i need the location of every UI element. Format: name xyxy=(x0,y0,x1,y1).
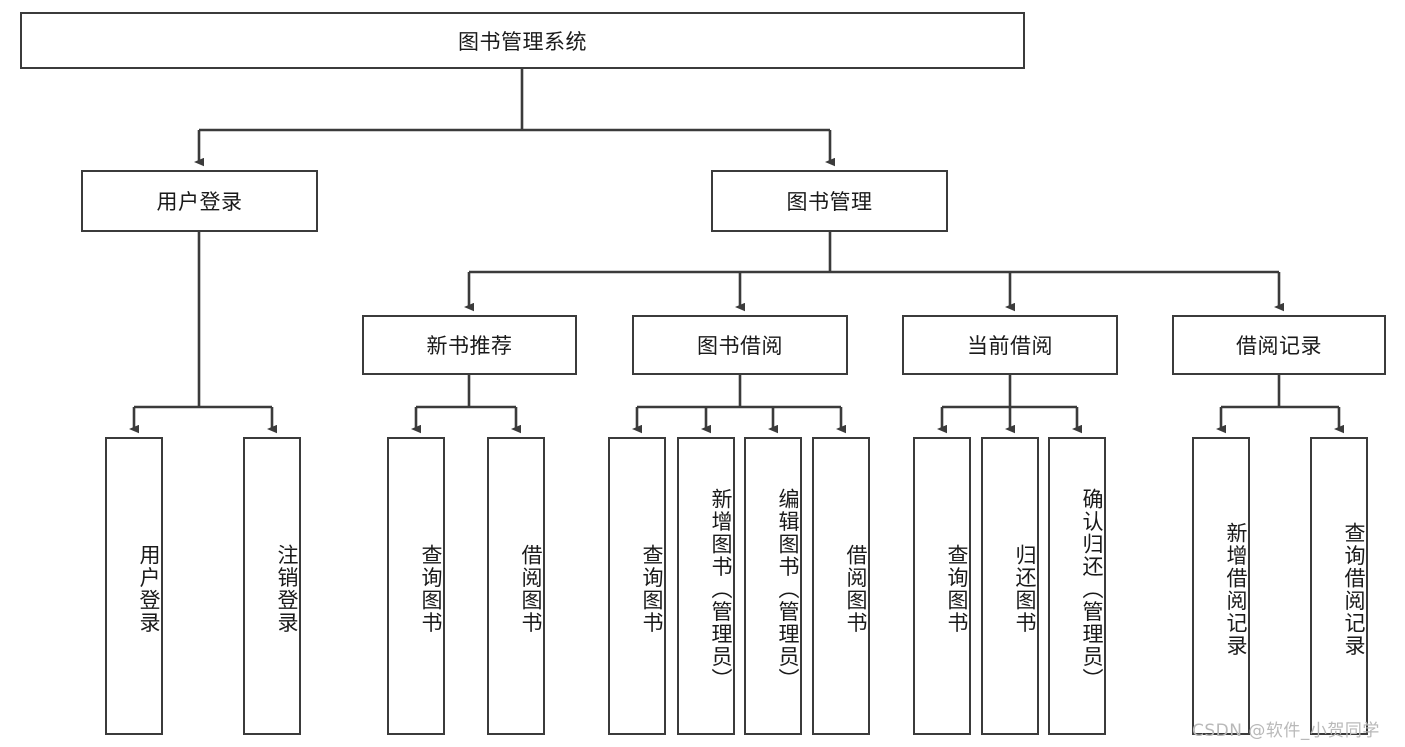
leaf-return-book[interactable]: 归还图书 xyxy=(981,437,1039,735)
leaf-borrow-book-label: 借阅图书 xyxy=(844,544,868,634)
node-root-label: 图书管理系统 xyxy=(458,29,587,54)
node-current-borrow-label: 当前借阅 xyxy=(967,334,1053,358)
leaf-edit-book-admin[interactable]: 编辑图书（管理员） xyxy=(744,437,802,735)
leaf-confirm-return-admin-label: 确认归还（管理员） xyxy=(1080,487,1104,691)
node-root[interactable]: 图书管理系统 xyxy=(20,12,1025,69)
leaf-add-book-admin-label: 新增图书（管理员） xyxy=(709,487,733,691)
leaf-query-book-borrow[interactable]: 查询图书 xyxy=(608,437,666,735)
node-user-login-label: 用户登录 xyxy=(156,190,243,214)
leaf-query-book-current-label: 查询图书 xyxy=(945,544,969,634)
node-borrow-record[interactable]: 借阅记录 xyxy=(1172,315,1386,375)
csdn-watermark: CSDN @软件_小贺同学 xyxy=(1192,721,1380,741)
leaf-add-borrow-record[interactable]: 新增借阅记录 xyxy=(1192,437,1250,735)
leaf-user-login[interactable]: 用户登录 xyxy=(105,437,163,735)
node-new-book-recommend[interactable]: 新书推荐 xyxy=(362,315,577,375)
leaf-user-login-label: 用户登录 xyxy=(137,544,161,634)
leaf-borrow-book[interactable]: 借阅图书 xyxy=(812,437,870,735)
leaf-query-book-newbook-label: 查询图书 xyxy=(419,544,443,634)
node-book-borrow[interactable]: 图书借阅 xyxy=(632,315,848,375)
leaf-query-book-newbook[interactable]: 查询图书 xyxy=(387,437,445,735)
leaf-return-book-label: 归还图书 xyxy=(1013,544,1037,634)
node-new-book-recommend-label: 新书推荐 xyxy=(426,334,513,358)
leaf-edit-book-admin-label: 编辑图书（管理员） xyxy=(776,487,800,691)
node-book-management-label: 图书管理 xyxy=(786,190,873,214)
leaf-logout-label: 注销登录 xyxy=(275,544,299,634)
leaf-query-borrow-record[interactable]: 查询借阅记录 xyxy=(1310,437,1368,735)
leaf-borrow-book-newbook[interactable]: 借阅图书 xyxy=(487,437,545,735)
node-book-management[interactable]: 图书管理 xyxy=(711,170,948,232)
node-book-borrow-label: 图书借阅 xyxy=(697,334,783,358)
leaf-confirm-return-admin[interactable]: 确认归还（管理员） xyxy=(1048,437,1106,735)
leaf-query-borrow-record-label: 查询借阅记录 xyxy=(1342,521,1366,657)
leaf-add-book-admin[interactable]: 新增图书（管理员） xyxy=(677,437,735,735)
node-user-login[interactable]: 用户登录 xyxy=(81,170,318,232)
node-current-borrow[interactable]: 当前借阅 xyxy=(902,315,1118,375)
node-borrow-record-label: 借阅记录 xyxy=(1236,334,1322,358)
leaf-query-book-borrow-label: 查询图书 xyxy=(640,544,664,634)
leaf-logout[interactable]: 注销登录 xyxy=(243,437,301,735)
leaf-query-book-current[interactable]: 查询图书 xyxy=(913,437,971,735)
leaf-add-borrow-record-label: 新增借阅记录 xyxy=(1224,521,1248,657)
leaf-borrow-book-newbook-label: 借阅图书 xyxy=(519,544,543,634)
